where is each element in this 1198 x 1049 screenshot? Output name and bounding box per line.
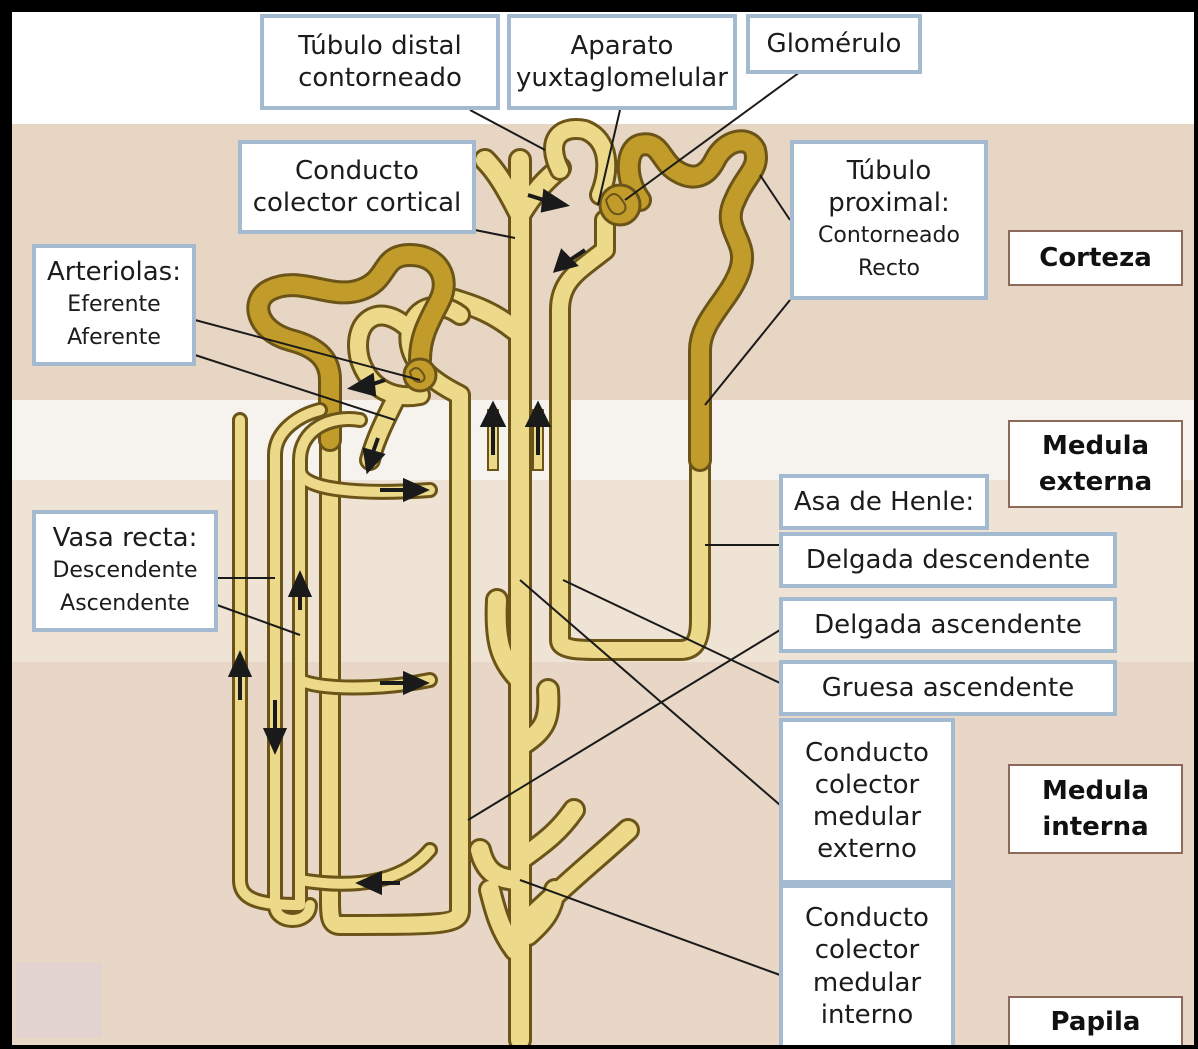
zone-label-medula-externa: Medula externa — [1008, 420, 1183, 508]
label-asa-de-henle-text: Asa de Henle: — [794, 486, 974, 518]
label-medular-interno-line3: medular — [813, 967, 921, 999]
label-conducto-medular-interno: Conducto colector medular interno — [779, 884, 955, 1049]
zone-papila-text: Papila — [1051, 1004, 1141, 1040]
label-tubulo-distal-line2: contorneado — [298, 62, 462, 94]
label-aparato-line2: yuxtaglomelular — [516, 62, 728, 94]
label-medular-externo-line2: colector — [815, 769, 920, 801]
corner-patch — [16, 962, 102, 1038]
label-gruesa-ascendente-text: Gruesa ascendente — [822, 672, 1074, 704]
label-contorneado: Contorneado — [818, 219, 960, 252]
label-recto: Recto — [858, 252, 920, 285]
zone-label-corteza: Corteza — [1008, 230, 1183, 286]
label-aparato-yuxtaglomerular: Aparato yuxtaglomelular — [507, 14, 737, 110]
zone-corteza-text: Corteza — [1039, 240, 1152, 276]
label-conducto-medular-externo: Conducto colector medular externo — [779, 718, 955, 884]
label-tubulo-proximal-line1: Túbulo — [847, 155, 932, 187]
label-medular-interno-line1: Conducto — [805, 902, 929, 934]
label-eferente: Eferente — [67, 288, 160, 321]
label-conducto-colector-cortical: Conducto colector cortical — [238, 140, 476, 234]
label-delgada-descendente-text: Delgada descendente — [806, 544, 1090, 576]
label-delgada-ascendente-text: Delgada ascendente — [814, 609, 1082, 641]
label-gruesa-ascendente: Gruesa ascendente — [779, 660, 1117, 716]
label-conducto-cortical-line2: colector cortical — [253, 187, 462, 219]
zone-label-medula-interna: Medula interna — [1008, 764, 1183, 854]
zone-medula-interna-line1: Medula — [1042, 773, 1149, 809]
label-asa-de-henle: Asa de Henle: — [779, 474, 989, 530]
zone-medula-interna-line2: interna — [1042, 809, 1148, 845]
label-tubulo-distal-line1: Túbulo distal — [298, 30, 461, 62]
label-vasa-recta-title: Vasa recta: — [53, 522, 198, 554]
zone-medula-externa-line1: Medula — [1042, 428, 1149, 464]
zone-label-papila: Papila — [1008, 996, 1183, 1049]
label-aparato-line1: Aparato — [571, 30, 674, 62]
label-tubulo-proximal-line2: proximal: — [828, 187, 950, 219]
label-medular-externo-line3: medular — [813, 801, 921, 833]
label-medular-interno-line4: interno — [821, 999, 914, 1031]
label-tubulo-distal: Túbulo distal contorneado — [260, 14, 500, 110]
label-descendente: Descendente — [52, 554, 197, 587]
label-delgada-ascendente: Delgada ascendente — [779, 597, 1117, 653]
label-medular-interno-line2: colector — [815, 934, 920, 966]
label-vasa-recta: Vasa recta: Descendente Ascendente — [32, 510, 218, 632]
label-medular-externo-line1: Conducto — [805, 737, 929, 769]
zone-medula-externa-line2: externa — [1039, 464, 1152, 500]
label-glomerulo: Glomérulo — [746, 14, 922, 74]
label-delgada-descendente: Delgada descendente — [779, 532, 1117, 588]
label-arteriolas: Arteriolas: Eferente Aferente — [32, 244, 196, 366]
label-medular-externo-line4: externo — [817, 833, 917, 865]
label-glomerulo-text: Glomérulo — [767, 28, 902, 60]
label-ascendente: Ascendente — [60, 587, 190, 620]
label-arteriolas-title: Arteriolas: — [47, 256, 181, 288]
label-tubulo-proximal: Túbulo proximal: Contorneado Recto — [790, 140, 988, 300]
label-aferente: Aferente — [67, 321, 161, 354]
label-conducto-cortical-line1: Conducto — [295, 155, 419, 187]
